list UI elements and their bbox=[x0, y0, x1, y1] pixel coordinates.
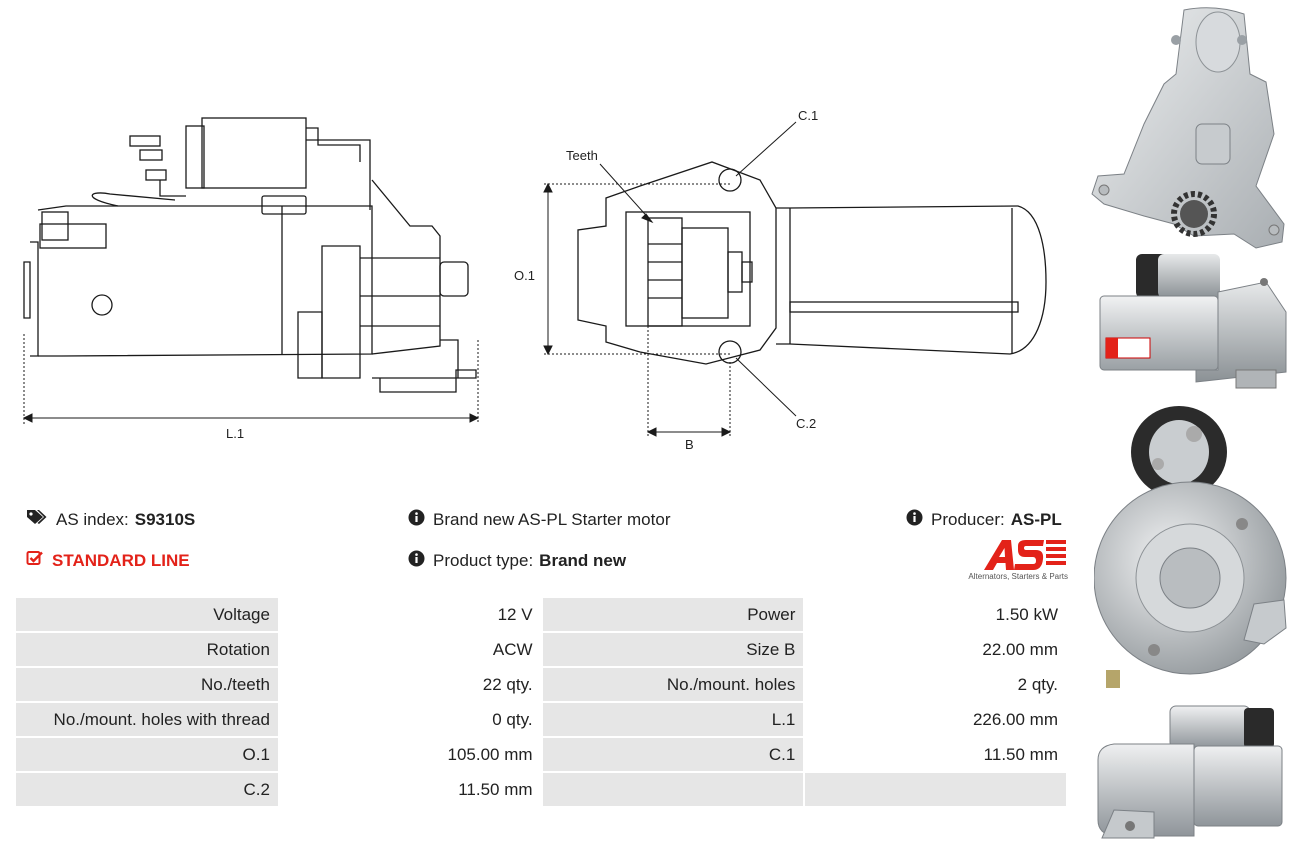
dimension-b bbox=[646, 326, 732, 438]
table-row: O.1 105.00 mm C.1 11.50 mm bbox=[16, 738, 1066, 771]
spec-key: No./mount. holes bbox=[542, 668, 804, 701]
spec-key: C.1 bbox=[542, 738, 804, 771]
table-row: No./mount. holes with thread 0 qty. L.1 … bbox=[16, 703, 1066, 736]
spec-value: 12 V bbox=[279, 598, 541, 631]
producer-label: Producer: bbox=[931, 510, 1005, 529]
technical-drawing: L.1 O.1 B C.1 C.2 Teeth bbox=[22, 108, 1047, 452]
spec-value: 105.00 mm bbox=[279, 738, 541, 771]
spec-key-text: No./mount. holes with thread bbox=[53, 710, 270, 729]
description: Brand new AS-PL Starter motor bbox=[408, 509, 670, 531]
check-square-icon bbox=[26, 550, 44, 571]
as-index: AS index: S9310S bbox=[26, 509, 195, 530]
spec-key-empty bbox=[542, 773, 804, 806]
spec-key: C.2 bbox=[16, 773, 278, 806]
spec-value: ACW bbox=[279, 633, 541, 666]
spec-value: 226.00 mm bbox=[805, 703, 1066, 736]
spec-key: No./teeth bbox=[16, 668, 278, 701]
spec-value: 22 qty. bbox=[279, 668, 541, 701]
spec-key: Size B bbox=[542, 633, 804, 666]
product-photo-side[interactable] bbox=[1096, 252, 1294, 394]
as-index-value: S9310S bbox=[134, 509, 196, 529]
spec-value: 1.50 kW bbox=[805, 598, 1066, 631]
standard-line-text: STANDARD LINE bbox=[52, 550, 190, 570]
label-b: B bbox=[685, 437, 694, 452]
front-view-drawing bbox=[577, 161, 1047, 365]
label-c2: C.2 bbox=[796, 416, 816, 431]
product-type-label: Product type: bbox=[433, 551, 534, 570]
spec-key: L.1 bbox=[542, 703, 804, 736]
dimension-o1 bbox=[543, 182, 730, 356]
table-row: C.2 11.50 mm bbox=[16, 773, 1066, 806]
spec-key: O.1 bbox=[16, 738, 278, 771]
product-photo-back-side[interactable] bbox=[1094, 700, 1290, 842]
label-o1: O.1 bbox=[514, 268, 535, 283]
info-circle-icon bbox=[408, 509, 425, 531]
spec-key: Rotation bbox=[16, 633, 278, 666]
table-row: Rotation ACW Size B 22.00 mm bbox=[16, 633, 1066, 666]
spec-key: Voltage bbox=[16, 598, 278, 631]
spec-key: No./mount. holes with thread bbox=[16, 703, 278, 736]
producer: Producer: AS-PL bbox=[906, 509, 1062, 531]
product-photo-front[interactable] bbox=[1084, 4, 1302, 250]
as-index-label: AS index: bbox=[56, 509, 129, 529]
dimension-l1 bbox=[22, 334, 480, 424]
spec-value: 22.00 mm bbox=[805, 633, 1066, 666]
as-pl-logo: Alternators, Starters & Parts bbox=[958, 538, 1068, 584]
spec-value: 11.50 mm bbox=[805, 738, 1066, 771]
table-row: Voltage 12 V Power 1.50 kW bbox=[16, 598, 1066, 631]
info-circle-icon bbox=[906, 509, 923, 531]
spec-value: 11.50 mm bbox=[279, 773, 541, 806]
table-row: No./teeth 22 qty. No./mount. holes 2 qty… bbox=[16, 668, 1066, 701]
spec-key: Power bbox=[542, 598, 804, 631]
spec-value-empty bbox=[805, 773, 1066, 806]
standard-line: STANDARD LINE bbox=[26, 550, 190, 571]
side-view-drawing bbox=[23, 117, 477, 393]
leader-lines bbox=[599, 121, 797, 417]
spec-value: 2 qty. bbox=[805, 668, 1066, 701]
description-text: Brand new AS-PL Starter motor bbox=[433, 510, 671, 529]
product-type-value: Brand new bbox=[539, 551, 627, 570]
product-photo-rear[interactable] bbox=[1094, 404, 1290, 690]
label-c1: C.1 bbox=[798, 108, 818, 123]
spec-value: 0 qty. bbox=[279, 703, 541, 736]
specs-table: Voltage 12 V Power 1.50 kW Rotation ACW … bbox=[14, 596, 1068, 808]
tags-icon bbox=[26, 509, 48, 530]
label-l1: L.1 bbox=[226, 426, 244, 441]
producer-value: AS-PL bbox=[1010, 510, 1062, 529]
info-circle-icon bbox=[408, 550, 425, 572]
logo-tagline: Alternators, Starters & Parts bbox=[968, 572, 1068, 581]
label-teeth: Teeth bbox=[566, 148, 598, 163]
product-type: Product type: Brand new bbox=[408, 550, 626, 572]
